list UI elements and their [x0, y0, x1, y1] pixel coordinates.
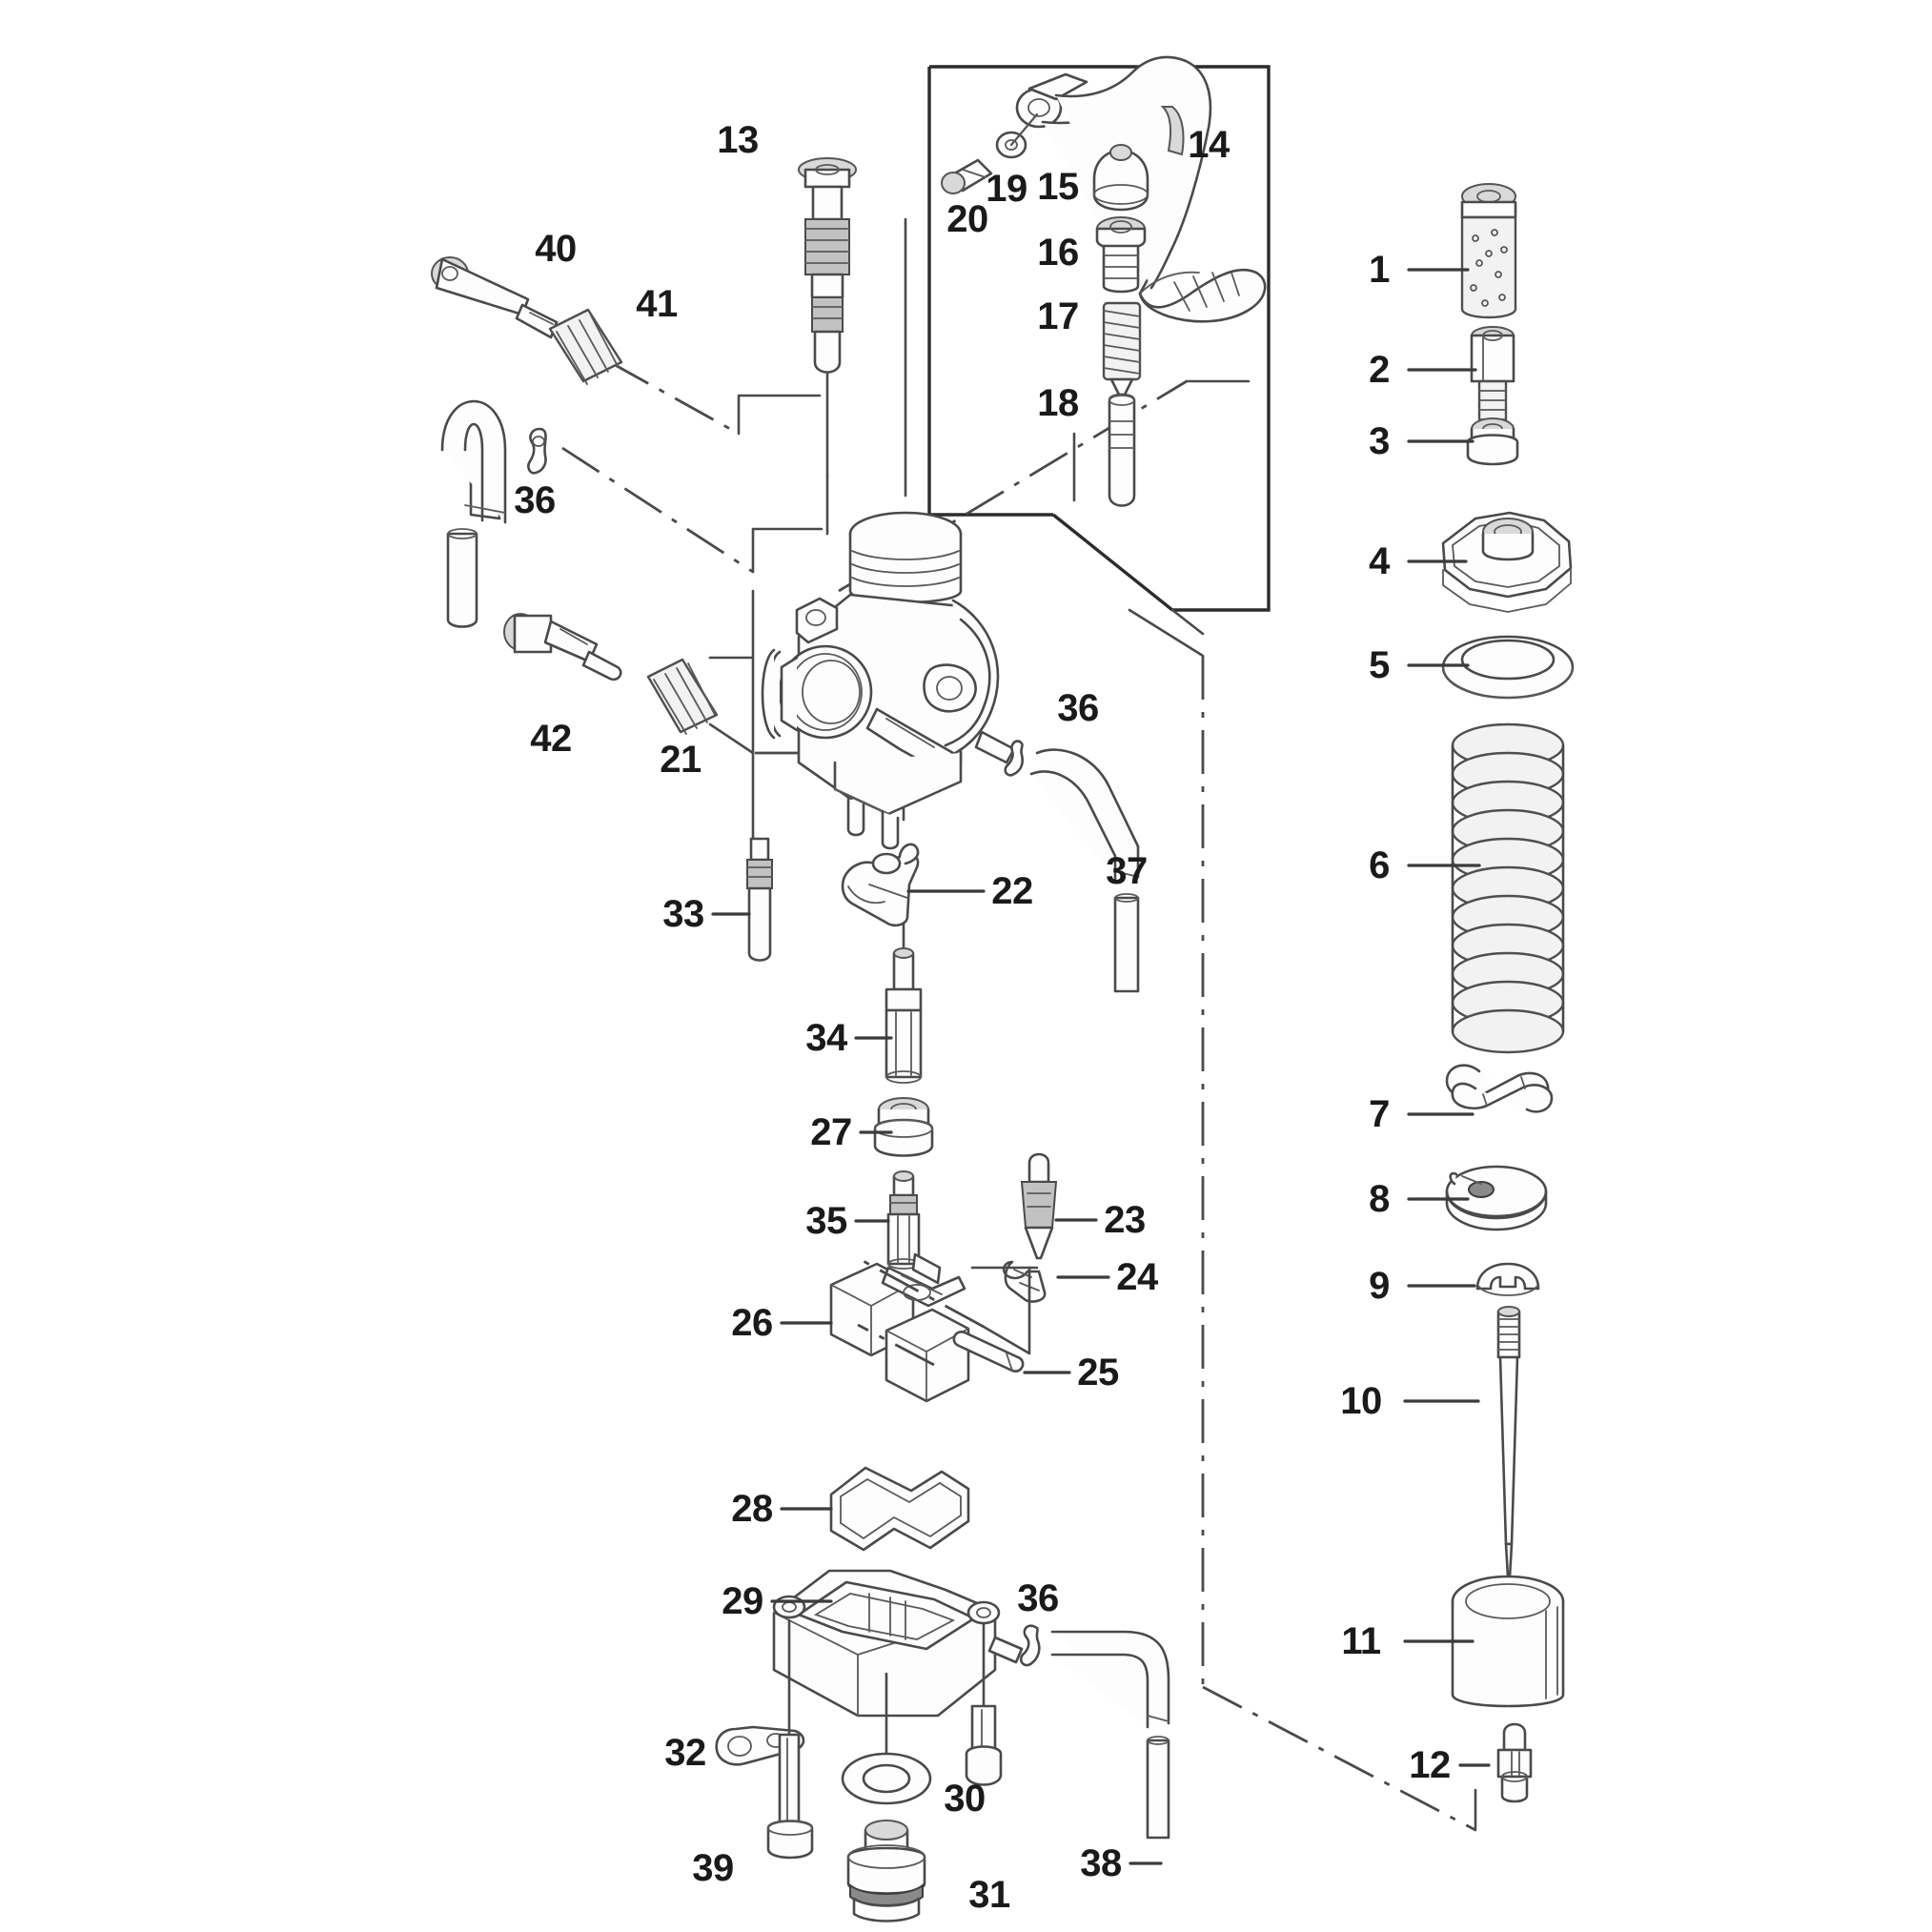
callout-number-throttle-slide: 11 [1341, 1620, 1381, 1662]
part-drain-plug [846, 1820, 926, 1922]
part-hose-clamp-left [527, 427, 547, 475]
part-bowl-screw-right [965, 1622, 1003, 1786]
callout-number-jet-needle: 10 [1340, 1380, 1382, 1422]
part-wire-clip [1445, 1064, 1554, 1113]
part-lever-screw [941, 158, 993, 194]
callout-number-needle-jet: 34 [805, 1017, 847, 1059]
part-pilot-jet [746, 837, 773, 962]
callout-number-filter-screen: 1 [1369, 249, 1390, 291]
part-lever-cap [1092, 144, 1149, 212]
callout-number-float-pin: 25 [1077, 1352, 1119, 1393]
part-main-jet-holder [873, 1097, 934, 1157]
part-air-screw [503, 613, 622, 681]
callout-number-banjo-bolt: 2 [1369, 349, 1390, 391]
callout-number-lever-washer: 19 [986, 168, 1027, 210]
callout-number-grease-fitting: 12 [1409, 1744, 1451, 1786]
part-slide-guide-bracket [841, 843, 920, 927]
part-filter-screen [1460, 183, 1517, 319]
part-hose-clamp-lower [1019, 1624, 1041, 1667]
callout-number-pilot-jet: 33 [662, 893, 704, 935]
part-needle-holder-plate [1445, 1165, 1548, 1231]
part-float-pin [952, 1331, 1025, 1373]
part-lever-washer [995, 112, 1039, 159]
part-washer-nut [1466, 417, 1519, 466]
callout-number-float: 26 [731, 1302, 773, 1344]
callout-number-bowl-gasket: 28 [731, 1488, 773, 1530]
part-grease-fitting [1496, 1722, 1533, 1803]
part-vent-hose-left [440, 399, 507, 628]
part-drain-hose [1050, 1630, 1170, 1840]
part-drain-washer [841, 1672, 932, 1805]
callout-number-cap-ring: 5 [1369, 644, 1390, 686]
callout-number-cable-adjuster: 13 [717, 119, 759, 161]
callout-number-top-cap: 4 [1369, 540, 1390, 582]
callout-number-cable-holder-tab: 32 [664, 1732, 706, 1774]
part-float-bowl [772, 1569, 1024, 1718]
callout-number-lever-shaft: 18 [1037, 382, 1079, 424]
callout-number-idle-spring: 21 [660, 739, 702, 781]
callout-number-washer-nut: 3 [1369, 420, 1390, 462]
part-idle-spring [646, 658, 719, 735]
callout-number-drain-hose: 38 [1080, 1842, 1122, 1884]
callout-number-idle-adjust-screw: 40 [535, 228, 577, 270]
part-slide-spring [1451, 722, 1565, 1054]
part-bowl-screw-left [766, 1618, 814, 1860]
part-vent-hose-right [1029, 748, 1140, 993]
part-main-jet [886, 1170, 921, 1270]
callout-number-throttle-lever: 14 [1188, 124, 1230, 166]
part-jet-needle [1496, 1306, 1521, 1596]
part-carburetor-body [761, 511, 1025, 850]
callout-number-float-bowl: 29 [722, 1580, 763, 1622]
callout-number-needle-clip: 24 [1116, 1256, 1158, 1298]
callout-number-vent-hose: 37 [1106, 850, 1148, 892]
callout-number-air-screw: 42 [530, 718, 572, 760]
callout-number-wire-clip: 7 [1369, 1093, 1390, 1135]
callout-number-idle-screw-spring: 41 [636, 283, 678, 325]
part-idle-screw-spring [548, 308, 623, 385]
callout-number-drain-washer: 30 [944, 1778, 986, 1820]
part-idle-adjust-screw [431, 256, 559, 339]
callout-number-needle-holder-plate: 8 [1369, 1178, 1390, 1220]
callout-number-bowl-screw: 39 [692, 1847, 734, 1889]
callout-number-lever-cap: 15 [1037, 166, 1079, 208]
callout-number-hose-clamp: 36 [1017, 1577, 1059, 1619]
part-top-cap [1441, 511, 1573, 613]
part-e-clip [1475, 1262, 1540, 1296]
part-lever-shaft [1108, 393, 1136, 507]
callout-number-float-needle-valve: 23 [1104, 1199, 1146, 1241]
callout-number-e-clip: 9 [1369, 1265, 1390, 1307]
part-lever-nut [1095, 216, 1147, 294]
part-float-needle-valve [1020, 1152, 1058, 1260]
callout-leader-lines [711, 268, 1491, 1865]
callout-number-hose-clamp: 36 [1057, 687, 1099, 729]
part-bowl-gasket [829, 1466, 970, 1552]
callout-number-slide-spring: 6 [1369, 844, 1390, 886]
callout-number-lever-screw: 20 [946, 198, 988, 240]
callout-number-hose-clamp: 36 [514, 479, 556, 521]
part-needle-jet [885, 947, 923, 1084]
callout-number-slide-guide-bracket: 22 [991, 870, 1033, 912]
part-cable-adjuster [798, 157, 857, 374]
part-float [829, 1252, 970, 1403]
part-cap-ring [1441, 635, 1575, 700]
section-divider-line [1128, 608, 1477, 1832]
callout-number-lever-nut: 16 [1037, 232, 1079, 274]
float-guides [857, 1256, 1039, 1367]
callout-number-main-jet-holder: 27 [810, 1111, 852, 1153]
callout-number-drain-plug: 31 [968, 1874, 1010, 1916]
part-lever-spring [1102, 301, 1142, 397]
callout-number-main-jet: 35 [805, 1200, 847, 1242]
part-throttle-slide [1451, 1575, 1565, 1708]
callout-number-lever-spring: 17 [1037, 295, 1079, 337]
